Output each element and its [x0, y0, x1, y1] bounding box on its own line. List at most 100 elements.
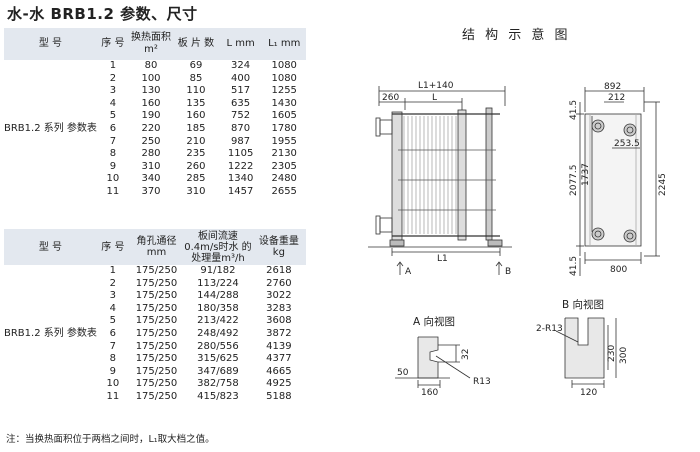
table-cell: 7: [109, 135, 117, 147]
dim-120: 120: [580, 388, 597, 398]
front-view: [576, 87, 660, 276]
dim-l1-140: L1+140: [418, 81, 454, 91]
view-b-caption: B 向视图: [562, 299, 605, 311]
table-cell: 100: [141, 72, 161, 84]
table-cell: 220: [141, 122, 161, 134]
table-cell: 1222: [227, 160, 254, 172]
col-header-no: 序 号: [96, 229, 129, 265]
view-a-caption: A 向视图: [413, 316, 456, 328]
table-cell: 11: [106, 185, 120, 197]
table-cell: 1255: [271, 85, 297, 97]
table-cell: 213/422: [197, 315, 239, 327]
dim-253-5: 253.5: [614, 139, 640, 149]
table-cell: 113/224: [197, 277, 239, 289]
table-cell: 190: [141, 110, 161, 122]
table-cell: 2480: [271, 173, 297, 185]
table-cell: 324: [231, 60, 251, 71]
col-header-model: 型 号: [4, 28, 97, 60]
col-header-plates: 板 片 数: [173, 28, 219, 60]
table-cell: 310: [186, 185, 206, 197]
table-cell: 260: [186, 160, 206, 172]
table-cell: 160: [186, 110, 206, 122]
dim-160: 160: [421, 388, 438, 398]
view-a: [395, 336, 471, 388]
table-cell: 1: [109, 265, 117, 276]
table-row: BRB1.2 系列 参数表 1 175/250 91/182 2618: [4, 265, 306, 339]
parameter-table-1: 型 号 序 号 换热面积 m² 板 片 数 L mm L₁ mm BRB1.2 …: [4, 28, 306, 199]
table-cell: 2655: [271, 185, 297, 197]
dim-2245: 2245: [658, 173, 668, 196]
table-cell: 91/182: [200, 265, 236, 276]
dim-260: 260: [382, 93, 399, 103]
table-cell: 175/250: [135, 327, 178, 339]
table-cell: 185: [186, 122, 206, 134]
dim-l1: L1: [437, 254, 448, 264]
table-cell: 285: [186, 173, 206, 185]
col-header-l: L mm: [218, 28, 263, 60]
table-cell: 382/758: [197, 378, 239, 390]
table-cell: 235: [186, 148, 206, 160]
table-cell: 210: [186, 135, 206, 147]
table-cell: 6: [109, 327, 117, 339]
dim-2077-5: 2077.5: [569, 165, 579, 197]
table-cell: 4665: [266, 365, 292, 377]
view-b: [555, 317, 617, 388]
table-cell: 250: [141, 135, 161, 147]
dim-41-5-bottom: 41.5: [569, 256, 579, 276]
dim-212: 212: [608, 93, 625, 103]
dim-800: 800: [610, 265, 627, 275]
table-cell: 8: [109, 148, 117, 160]
dim-2-r13: 2-R13: [536, 324, 563, 334]
table-cell: 5: [109, 315, 117, 327]
table-cell: 5188: [266, 390, 292, 402]
table-cell: 280: [141, 148, 161, 160]
parameter-table-2: 型 号 序 号 角孔通径 mm 板间流速 0.4m/s时水 的处理量m³/h 设…: [4, 229, 306, 404]
table-cell: 3: [109, 85, 117, 97]
table-cell: 130: [141, 85, 161, 97]
footnote: 注：当换热面积位于两档之间时，L₁取大档之值。: [6, 434, 215, 445]
table-cell: 1605: [271, 110, 297, 122]
table-cell: 5: [109, 110, 117, 122]
table-cell: 517: [231, 85, 251, 97]
table-cell: 110: [186, 85, 206, 97]
table-cell: 1430: [271, 97, 297, 109]
table-cell: 4925: [266, 378, 292, 390]
table-cell: 175/250: [135, 390, 178, 402]
arrow-b-label: B: [505, 267, 511, 277]
table-cell: 1780: [271, 122, 297, 134]
table-cell: 1: [109, 60, 117, 71]
table-cell: 2130: [271, 148, 297, 160]
table-cell: 2618: [266, 265, 292, 276]
table-cell: 2: [109, 277, 117, 289]
table-cell: 3283: [266, 302, 292, 314]
side-view: [368, 86, 512, 275]
table-cell: 3872: [266, 327, 292, 339]
table-cell: 4: [109, 97, 117, 109]
table-cell: 4377: [266, 353, 292, 365]
table-cell: 3608: [266, 315, 292, 327]
table-cell: 315/625: [197, 353, 239, 365]
table-cell: 1080: [271, 72, 297, 84]
dim-r13: R13: [473, 377, 491, 387]
table-cell: 3: [109, 290, 117, 302]
dim-l: L: [432, 93, 437, 103]
table-cell: 6: [109, 122, 117, 134]
table-cell: 175/250: [135, 277, 178, 289]
arrow-a-label: A: [405, 267, 412, 277]
model-group-label: BRB1.2 系列 参数表: [4, 327, 97, 339]
table-cell: 2305: [271, 160, 297, 172]
table-cell: 870: [231, 122, 251, 134]
col-header-port: 角孔通径 mm: [128, 229, 185, 265]
